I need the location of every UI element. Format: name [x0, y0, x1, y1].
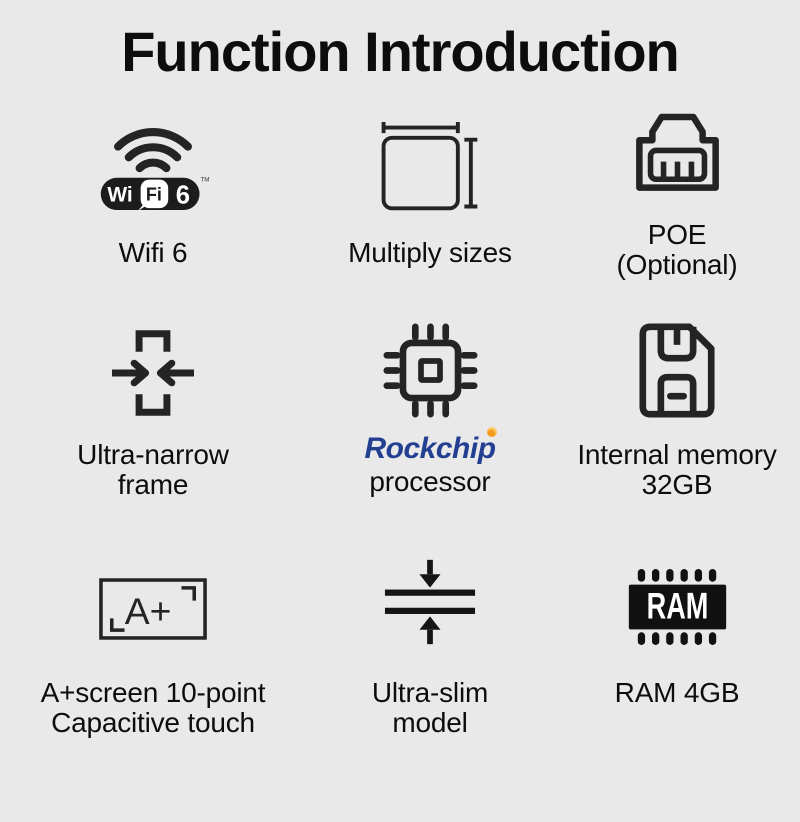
- trademark-mark: TM: [201, 177, 210, 184]
- svg-text:Fi: Fi: [146, 185, 162, 205]
- feature-label-line1: Multiply sizes: [348, 237, 512, 268]
- feature-label-line1: RAM 4GB: [614, 677, 740, 708]
- feature-label: A+screen 10-point Capacitive touch: [41, 678, 266, 738]
- feature-label-line1: POE: [647, 219, 707, 250]
- rockchip-logo-dot: [486, 427, 497, 437]
- feature-label: RAM 4GB: [615, 678, 740, 708]
- svg-text:RAM: RAM: [646, 586, 708, 627]
- a-plus-screen-icon: A+: [99, 578, 207, 640]
- feature-poe: POE (Optional): [554, 90, 800, 280]
- feature-rockchip-processor: Rockchip processor: [306, 280, 554, 512]
- feature-label: Ultra-narrow frame: [77, 440, 229, 500]
- wifi-signal-arcs: [114, 128, 192, 173]
- multiple-sizes-icon: [381, 122, 478, 211]
- feature-label: Ultra-slim model: [372, 678, 488, 738]
- feature-label-line1: Ultra-narrow: [77, 439, 229, 470]
- feature-ultra-slim: Ultra-slim model: [306, 512, 554, 752]
- feature-label-line1: Ultra-slim: [371, 677, 489, 708]
- feature-wifi6: Wi Fi 6 TM Wifi 6: [0, 90, 306, 280]
- feature-multiply-sizes: Multiply sizes: [306, 90, 554, 280]
- ultra-narrow-frame-icon: [112, 330, 194, 416]
- feature-label-line2: (Optional): [616, 249, 738, 280]
- poe-port-icon: [635, 113, 719, 191]
- feature-label-line2: Capacitive touch: [51, 707, 255, 738]
- feature-a-plus-screen: A+ A+screen 10-point Capacitive touch: [0, 512, 306, 752]
- feature-label-line1: Wifi 6: [118, 237, 188, 268]
- feature-label: POE (Optional): [617, 220, 738, 280]
- rockchip-processor-icon: [382, 323, 478, 418]
- feature-label-line2: frame: [117, 469, 189, 500]
- svg-text:A+: A+: [125, 590, 172, 632]
- feature-grid: Wi Fi 6 TM Wifi 6 Multiply sizes: [0, 90, 800, 752]
- feature-label: Internal memory 32GB: [577, 440, 776, 500]
- feature-label: processor: [369, 467, 490, 497]
- page-title: Function Introduction: [121, 20, 680, 83]
- feature-label: Multiply sizes: [348, 238, 512, 268]
- rockchip-logo: Rockchip: [364, 427, 497, 465]
- feature-label-line1: Internal memory: [577, 439, 777, 470]
- ultra-slim-icon: [384, 559, 476, 645]
- ram-chip-icon: RAM: [628, 569, 726, 645]
- rockchip-logo-text: Rockchip: [364, 432, 496, 465]
- feature-label-line1: A+screen 10-point: [40, 677, 266, 708]
- svg-text:6: 6: [176, 181, 190, 209]
- feature-label-line2: model: [392, 707, 468, 738]
- feature-label-line1: processor: [369, 466, 491, 497]
- wifi6-icon: Wi Fi 6 TM: [100, 128, 210, 211]
- feature-ram: RAM RAM 4GB: [554, 512, 800, 752]
- feature-ultra-narrow-frame: Ultra-narrow frame: [0, 280, 306, 512]
- feature-label: Wifi 6: [119, 238, 188, 268]
- feature-internal-memory: Internal memory 32GB: [554, 280, 800, 512]
- svg-text:Wi: Wi: [107, 184, 132, 207]
- internal-memory-icon: [639, 323, 715, 418]
- feature-label-line2: 32GB: [641, 469, 713, 500]
- wifi6-badge: Wi Fi 6 TM: [100, 177, 210, 211]
